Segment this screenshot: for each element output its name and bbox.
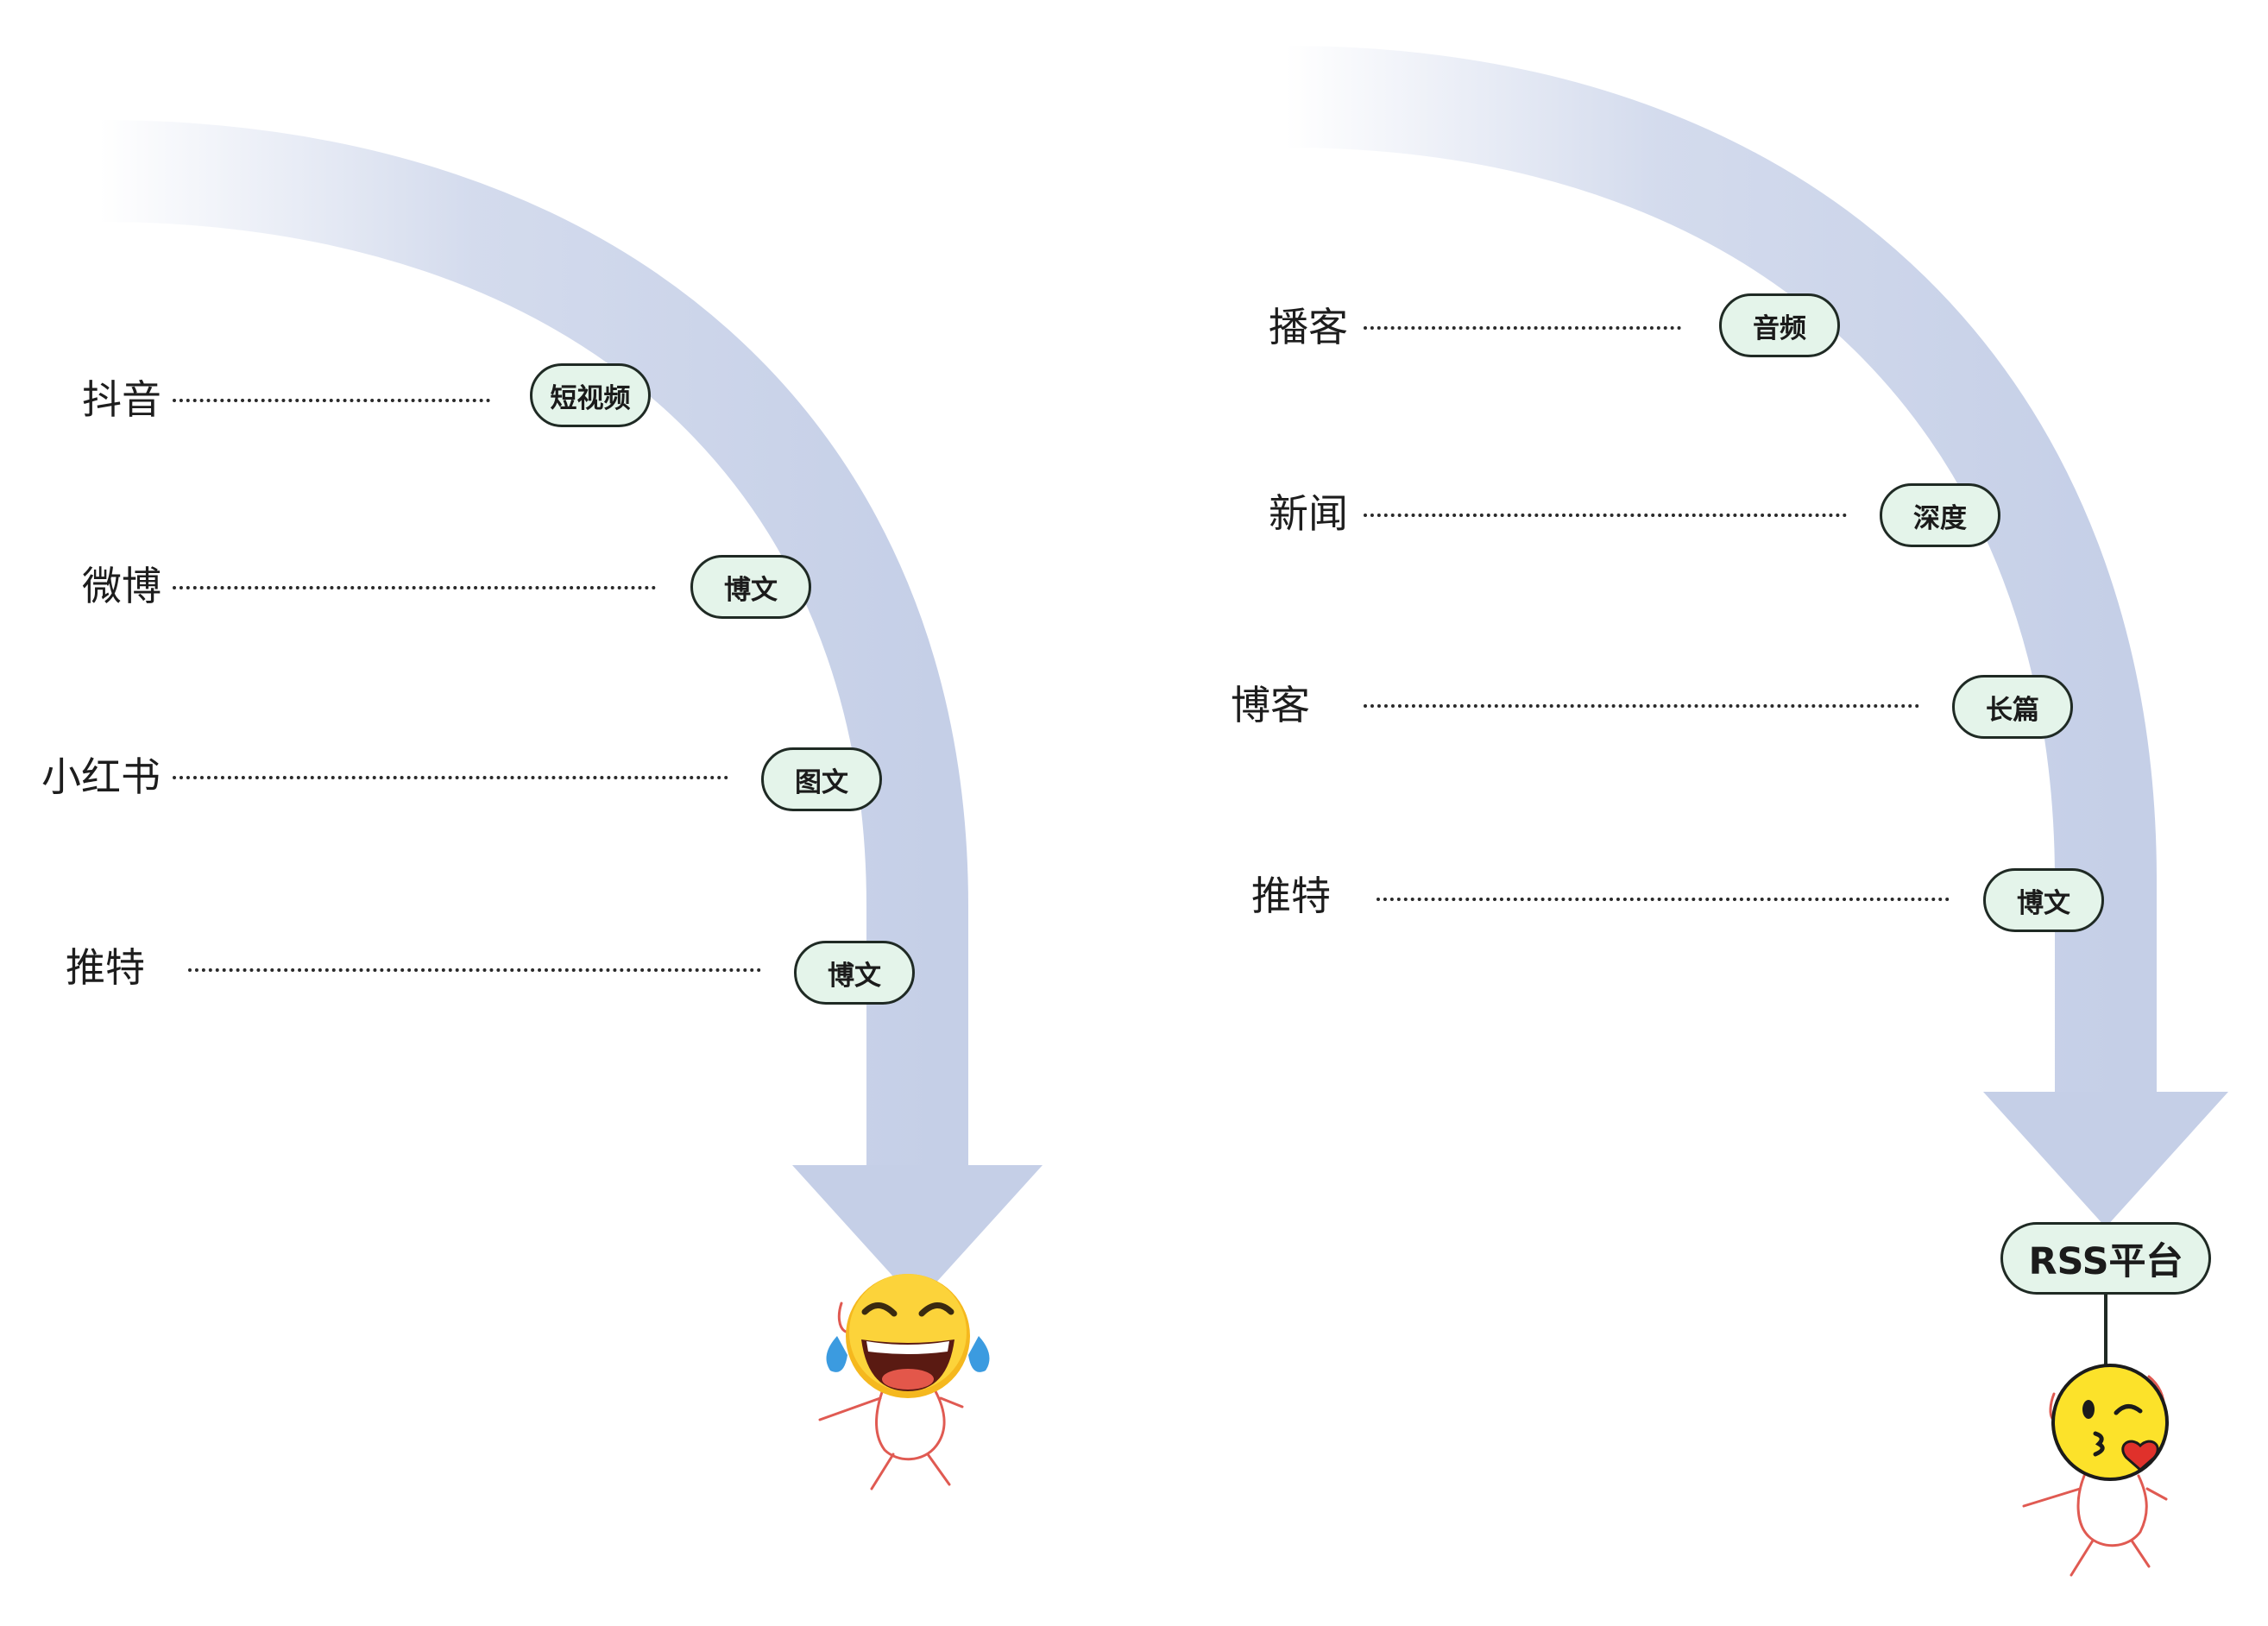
- left-dotted-line: [173, 586, 656, 589]
- laughing-stick-figure: [818, 1274, 990, 1490]
- right-dotted-line: [1364, 326, 1681, 330]
- left-dotted-line: [173, 399, 490, 402]
- right-arrow-band: [1285, 46, 2157, 1092]
- right-platform-news: 新闻: [1269, 490, 1348, 537]
- rss-platform-badge: RSS平台: [2000, 1222, 2211, 1295]
- left-tag-post: 博文: [690, 555, 811, 619]
- right-tag-post: 博文: [1983, 868, 2104, 932]
- left-dotted-line: [188, 968, 761, 972]
- left-platform-weibo: 微博: [82, 563, 161, 609]
- left-tag-post: 博文: [794, 941, 915, 1005]
- right-dotted-line: [1364, 704, 1919, 708]
- right-dotted-line: [1364, 514, 1847, 517]
- right-dotted-line: [1377, 898, 1950, 901]
- left-arrow-band: [98, 120, 968, 1165]
- left-tag-short-video: 短视频: [530, 363, 651, 427]
- kissing-stick-figure: [2022, 1364, 2169, 1577]
- laughing-face-icon: [826, 1274, 990, 1398]
- left-platform-douyin: 抖音: [82, 376, 161, 423]
- left-tag-image-text: 图文: [761, 747, 882, 811]
- kissing-face-icon: [2051, 1364, 2169, 1481]
- right-arrow-head: [1983, 1092, 2228, 1227]
- right-platform-podcast: 播客: [1269, 304, 1348, 350]
- right-platform-twitter: 推特: [1251, 873, 1331, 919]
- right-tag-audio: 音频: [1719, 293, 1840, 357]
- right-tag-long-form: 长篇: [1952, 675, 2073, 739]
- left-dotted-line: [173, 776, 728, 779]
- left-arrow-head: [792, 1165, 1043, 1303]
- right-tag-in-depth: 深度: [1880, 483, 2000, 547]
- left-platform-twitter: 推特: [66, 944, 145, 991]
- left-platform-xiaohongshu: 小红书: [41, 753, 161, 800]
- right-platform-blog: 博客: [1231, 682, 1310, 728]
